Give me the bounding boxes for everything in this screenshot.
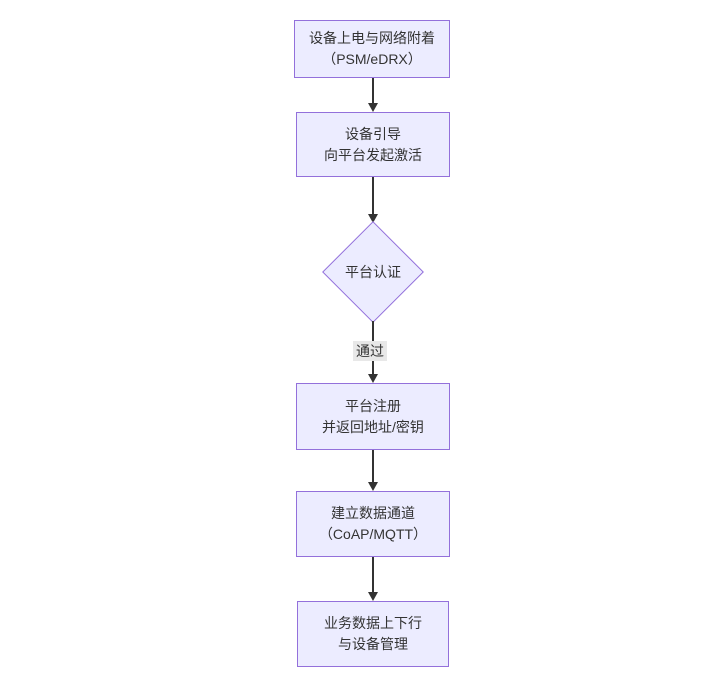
edge-bootstrap-to-auth bbox=[372, 177, 374, 214]
node-bootstrap: 设备引导 向平台发起激活 bbox=[296, 112, 450, 177]
edge-label-pass: 通过 bbox=[353, 341, 387, 361]
node-bootstrap-line1: 设备引导 bbox=[345, 125, 401, 142]
node-power-attach-line2: （PSM/eDRX） bbox=[322, 51, 422, 67]
node-business-data-line1: 业务数据上下行 bbox=[324, 615, 422, 631]
edge-channel-to-business bbox=[372, 557, 374, 592]
node-data-channel-line2: （CoAP/MQTT） bbox=[318, 526, 428, 542]
node-platform-auth-label: 平台认证 bbox=[345, 264, 401, 280]
node-business-data: 业务数据上下行 与设备管理 bbox=[297, 601, 449, 667]
arrowhead-icon bbox=[368, 482, 378, 491]
edge-register-to-channel bbox=[372, 450, 374, 482]
node-platform-register-line1: 平台注册 bbox=[345, 397, 401, 414]
edge-power-to-bootstrap bbox=[372, 78, 374, 104]
node-power-attach-line1: 设备上电与网络附着 bbox=[309, 30, 435, 46]
arrowhead-icon bbox=[368, 374, 378, 383]
node-data-channel-line1: 建立数据通道 bbox=[331, 505, 415, 521]
arrowhead-icon bbox=[368, 103, 378, 112]
node-bootstrap-line2: 向平台发起激活 bbox=[324, 146, 422, 163]
node-platform-register-line2: 并返回地址/密钥 bbox=[322, 418, 424, 435]
node-power-attach: 设备上电与网络附着 （PSM/eDRX） bbox=[294, 20, 450, 78]
node-platform-register: 平台注册 并返回地址/密钥 bbox=[296, 383, 450, 450]
node-data-channel: 建立数据通道 （CoAP/MQTT） bbox=[296, 491, 450, 557]
arrowhead-icon bbox=[368, 214, 378, 223]
arrowhead-icon bbox=[368, 592, 378, 601]
node-business-data-line2: 与设备管理 bbox=[338, 636, 408, 652]
